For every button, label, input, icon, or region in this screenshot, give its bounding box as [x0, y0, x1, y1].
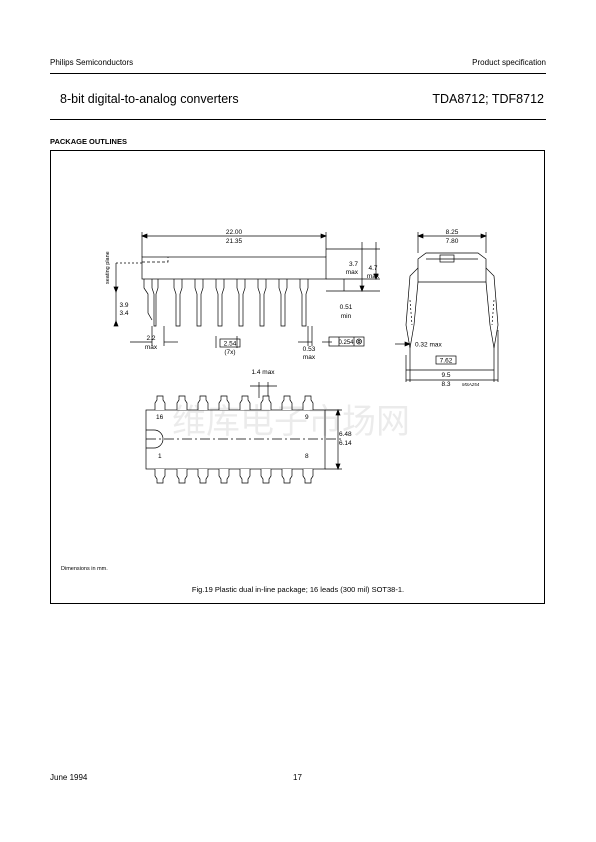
side-leads — [143, 279, 309, 327]
dim-4-7: 4.7 — [368, 265, 377, 272]
dim-7-80: 7.80 — [446, 238, 459, 245]
top-pins-upper — [154, 395, 314, 410]
dim-2-2: 2.2 — [146, 335, 155, 342]
pin1-notch — [146, 429, 164, 449]
footer-date: June 1994 — [50, 773, 88, 782]
dim-0-51-label: min — [341, 313, 352, 320]
dim-8-25: 8.25 — [446, 229, 459, 236]
page-number: 17 — [293, 773, 302, 782]
drawing-code: MSA254 — [462, 382, 480, 387]
dim-0-51: 0.51 — [340, 304, 353, 311]
dim-6-14: 6.14 — [339, 440, 352, 447]
dim-3-7: 3.7 — [349, 261, 358, 268]
dim-7-62: 7.62 — [440, 358, 453, 365]
top-pins-lower — [154, 469, 314, 484]
pin-16-label: 16 — [156, 414, 164, 421]
dim-4-7-label: max — [367, 273, 380, 280]
dim-8-3: 8.3 — [441, 381, 450, 388]
dim-length-min: 21.35 — [226, 238, 243, 245]
dim-6-48: 6.48 — [339, 431, 352, 438]
section-heading: PACKAGE OUTLINES — [50, 137, 127, 146]
dim-9-5: 9.5 — [441, 372, 450, 379]
pin-8-label: 8 — [305, 453, 309, 460]
dim-length-max: 22.00 — [226, 229, 243, 236]
dimensions-note: Dimensions in mm. — [61, 566, 108, 572]
package-drawing: 22.00 21.35 seating plane 3.7 max 4.7 ma… — [105, 229, 499, 484]
document-title: 8-bit digital-to-analog converters — [60, 92, 239, 106]
side-body — [141, 256, 327, 280]
dim-0-32: 0.32 max — [415, 342, 442, 349]
dim-3-4: 3.4 — [119, 310, 128, 317]
dim-3-7-label: max — [346, 269, 359, 276]
pin-9-label: 9 — [305, 414, 309, 421]
dim-3-9: 3.9 — [119, 302, 128, 309]
pin-1-label: 1 — [158, 453, 162, 460]
top-body — [145, 409, 326, 470]
company-name: Philips Semiconductors — [50, 58, 134, 67]
seating-plane-label: seating plane — [105, 251, 111, 284]
dim-1-4: 1.4 max — [251, 369, 275, 376]
header-rule — [50, 73, 546, 74]
dim-2-54: 2.54 — [224, 341, 237, 348]
title-rule — [50, 119, 546, 120]
figure-frame — [50, 150, 545, 604]
dim-2-2-label: max — [145, 344, 158, 351]
watermark: 维库电子市场网 — [172, 403, 410, 441]
end-body — [417, 252, 487, 283]
part-numbers: TDA8712; TDF8712 — [432, 92, 544, 106]
figure-caption: Fig.19 Plastic dual in-line package; 16 … — [191, 585, 405, 594]
dim-0-53-label: max — [303, 354, 316, 361]
dim-0-254: 0.254 — [338, 340, 354, 346]
document-type: Product specification — [472, 58, 546, 67]
dim-0-53: 0.53 — [303, 346, 316, 353]
dim-2-54-count: (7x) — [224, 349, 235, 356]
